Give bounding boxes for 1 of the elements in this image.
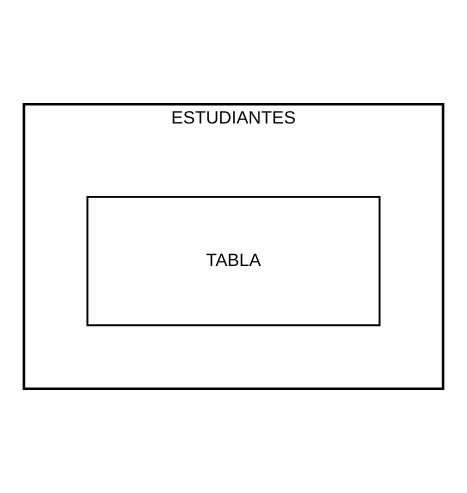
node-box: TABLA bbox=[86, 196, 381, 326]
